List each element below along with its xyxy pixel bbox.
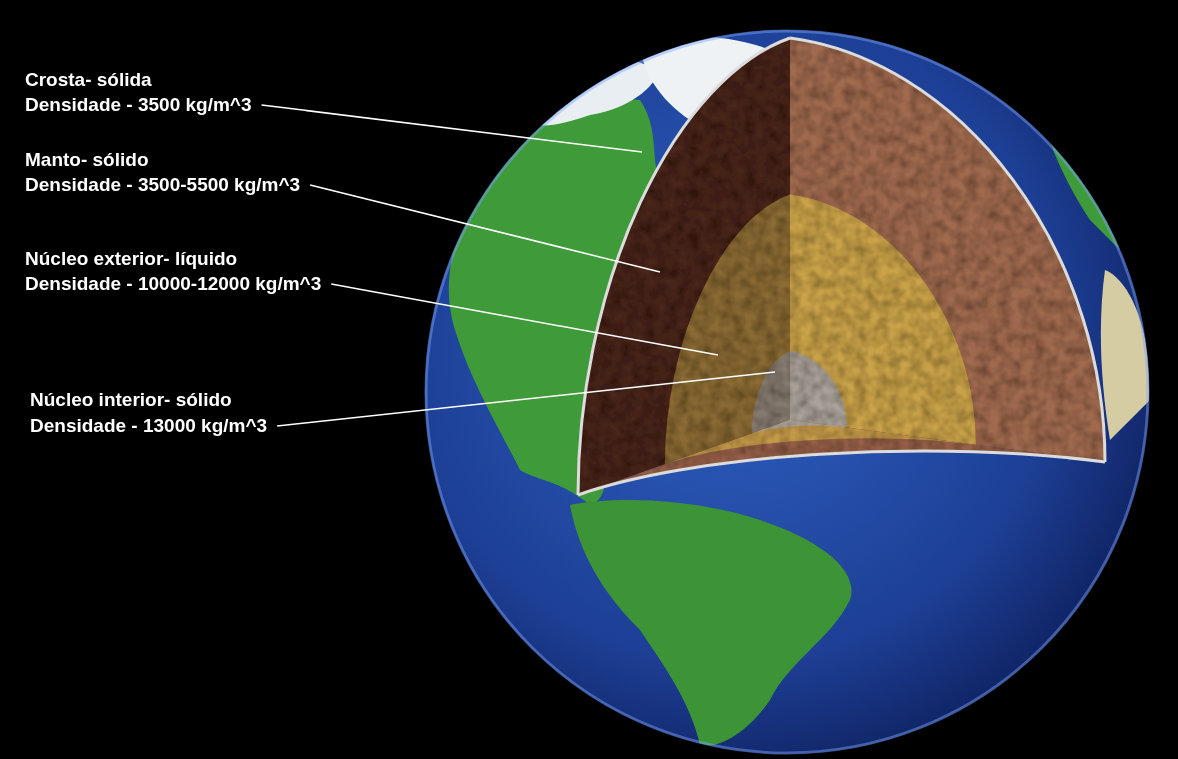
europe — [1040, 60, 1142, 250]
leader-line — [262, 105, 642, 152]
density-label: Densidade - 3500 kg/m^3 — [25, 93, 252, 117]
layer-name: Núcleo exterior- líquido — [25, 247, 237, 271]
density-label: Densidade - 10000-12000 kg/m^3 — [25, 272, 321, 296]
layer-name: Núcleo interior- sólido — [30, 388, 232, 412]
density-label: Densidade - 13000 kg/m^3 — [30, 414, 267, 438]
layer-name: Manto- sólido — [25, 148, 148, 172]
crust-rim — [578, 38, 1105, 537]
layer-name: Crosta- sólida — [25, 68, 152, 92]
leader-line — [310, 185, 660, 272]
leader-line — [277, 372, 775, 426]
leader-line — [331, 284, 718, 355]
density-label: Densidade - 3500-5500 kg/m^3 — [25, 173, 300, 197]
leader-lines — [262, 105, 775, 426]
africa — [1101, 270, 1150, 440]
cutaway — [578, 38, 1105, 537]
